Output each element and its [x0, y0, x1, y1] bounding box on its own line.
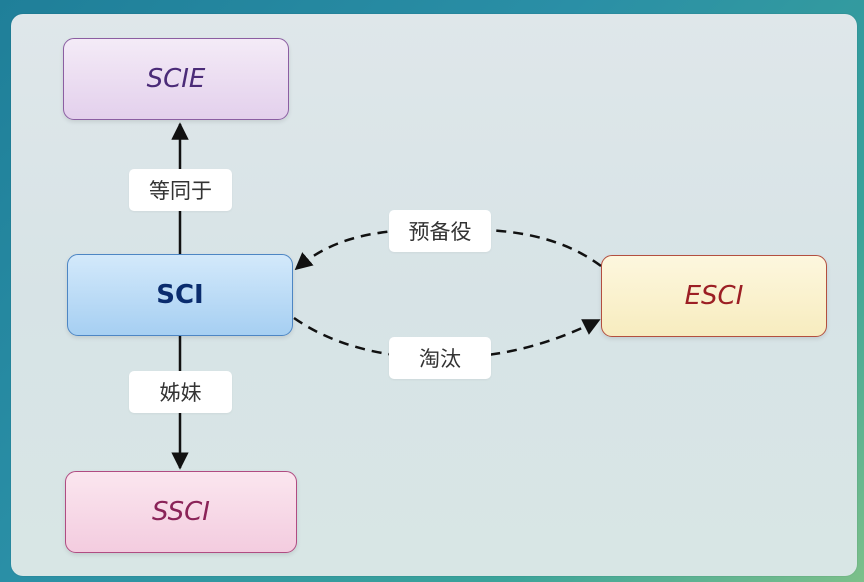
- node-sci-label: SCI: [156, 280, 204, 310]
- edge-label-equivalent-text: 等同于: [149, 179, 212, 203]
- edge-label-reserve: 预备役: [389, 210, 491, 252]
- edge-esci-to-sci: [294, 227, 602, 271]
- diagram-canvas: SCIE SCI SSCI ESCI 等同于 姊妹 预备役 淘汰: [11, 14, 857, 576]
- node-esci: ESCI: [601, 255, 827, 337]
- node-ssci: SSCI: [65, 471, 297, 553]
- edge-label-reserve-text: 预备役: [408, 220, 472, 244]
- edge-label-eliminate-text: 淘汰: [419, 347, 461, 371]
- node-esci-label: ESCI: [684, 281, 744, 311]
- node-scie: SCIE: [63, 38, 289, 120]
- node-ssci-label: SSCI: [152, 497, 210, 527]
- edge-label-equivalent: 等同于: [129, 169, 232, 211]
- edge-label-sister: 姊妹: [129, 371, 232, 413]
- edge-label-eliminate: 淘汰: [389, 337, 491, 379]
- edge-label-sister-text: 姊妹: [159, 381, 202, 405]
- node-scie-label: SCIE: [146, 64, 206, 94]
- node-sci: SCI: [67, 254, 293, 336]
